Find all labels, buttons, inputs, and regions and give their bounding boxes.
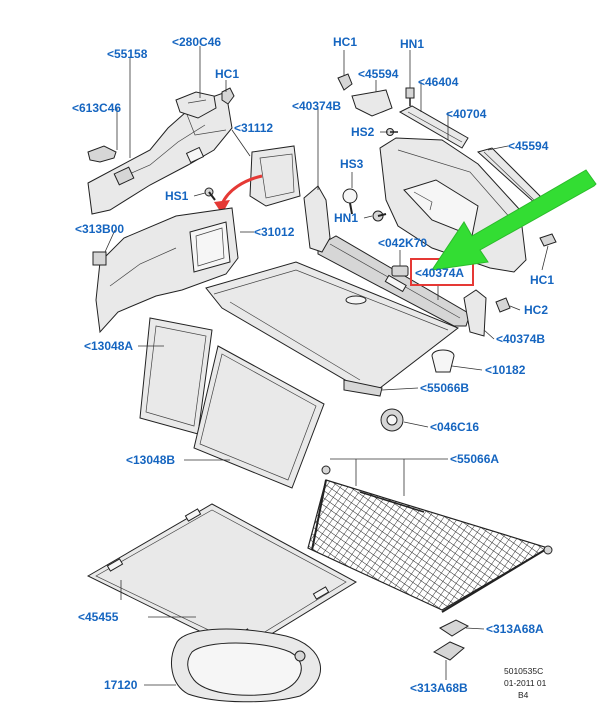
label-55158: <55158 [107,47,148,61]
handle-trim-45594-top [351,89,393,117]
anchor-313A68A [439,619,470,637]
fastener-hc1-left [221,87,235,105]
screw-hs1 [204,187,216,201]
label-40374B-right: <40374B [496,332,545,346]
label-45455: <45455 [78,610,119,624]
label-46404: <46404 [418,75,459,89]
label-042K70: <042K70 [378,236,427,250]
reference-code: 5010535C [504,666,543,676]
label-40374B-top: <40374B [292,99,341,113]
label-31012: <31012 [254,225,295,239]
label-45594-top: <45594 [358,67,399,81]
label-313B00: <313B00 [75,222,124,236]
label-55066A: <55066A [450,452,499,466]
reference-date: 01-2011 01 [504,678,547,688]
label-hn1-mid: HN1 [334,211,358,225]
pillar-trim-40374B-right [463,289,487,337]
label-40704: <40704 [446,107,487,121]
label-hs3: HS3 [340,157,364,171]
label-hc1-top-mid: HC1 [333,35,357,49]
label-hc2: HC2 [524,303,548,317]
leader-lines [104,46,549,686]
scuff-plate-40374A [317,235,471,327]
green-pointer-arrow [430,169,597,271]
trim-clip-613C46 [87,145,117,163]
air-duct-31112 [249,145,301,207]
curved-red-arrow [214,174,263,214]
clip-042K70 [391,265,409,277]
cap-313B00 [92,251,107,266]
label-280C46: <280C46 [172,35,221,49]
screw-hs2 [386,128,398,136]
reference-rev: B4 [518,690,529,700]
trim-cover-280C46 [175,91,217,119]
screw-hs3 [342,188,358,215]
clip-hc1-right [539,233,557,247]
label-046C16: <046C16 [430,420,479,434]
label-10182: <10182 [485,363,526,377]
luggage-compartment-trim-31012 [95,207,239,334]
label-hs2: HS2 [351,125,375,139]
label-hc1-top-left: HC1 [215,67,239,81]
label-613C46: <613C46 [72,101,121,115]
cargo-net-55066A [307,465,553,613]
tailgate-strip-46404 [398,105,469,149]
fastener-hc1-top [337,73,353,91]
label-55066B: <55066B [420,381,469,395]
label-hs1: HS1 [165,189,189,203]
luggage-cover-55066B [205,261,459,397]
nut-hn1-mid [372,210,387,222]
anchor-313A68B [432,641,465,661]
label-45594-right: <45594 [508,139,549,153]
label-17120: 17120 [104,678,138,692]
clip-046C16 [380,408,404,432]
label-13048A: <13048A [84,339,133,353]
label-hn1-top: HN1 [400,37,424,51]
side-strip-45594-right [476,147,541,205]
label-31112: <31112 [234,121,273,135]
label-hc1-right: HC1 [530,273,554,287]
rear-quarter-trim-upper [87,91,233,215]
hook-10182 [431,349,455,373]
clip-hc2 [495,297,511,313]
label-313A68A: <313A68A [486,622,544,636]
pillar-trim-40374B-top [303,185,331,253]
nut-hn1-top [405,87,415,106]
label-40374A: <40374A [415,266,464,280]
seat-back-13048B [193,345,325,489]
spare-wheel-tray-17120 [171,628,321,703]
label-13048B: <13048B [126,453,175,467]
label-313A68B: <313A68B [410,681,468,695]
